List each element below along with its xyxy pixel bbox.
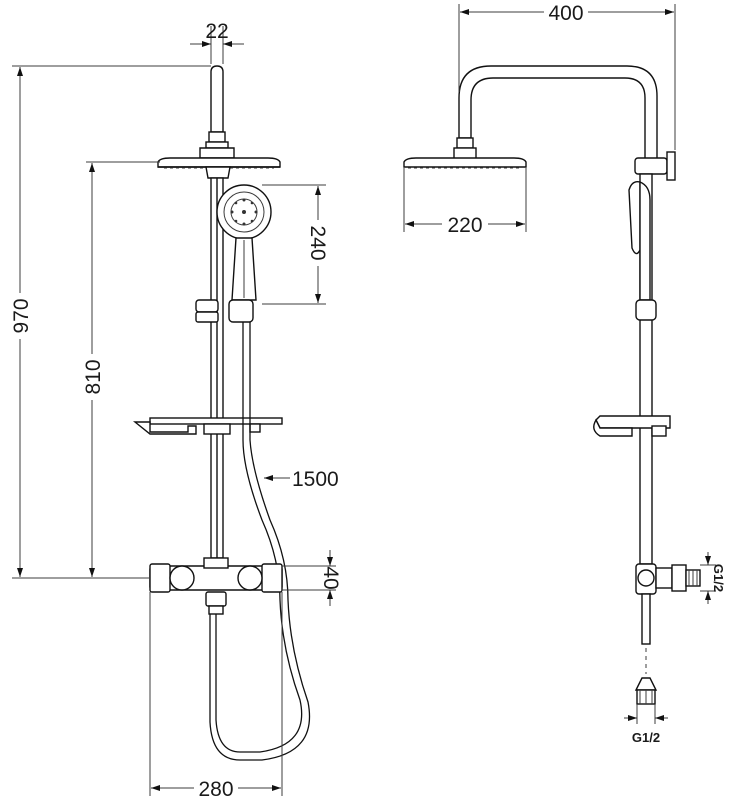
top-pipe <box>205 65 229 149</box>
dim-head-diameter: 220 <box>403 168 527 237</box>
soap-shelf-side <box>593 415 671 437</box>
hand-shower-length-label: 240 <box>306 225 329 260</box>
dim-bottom-inlet: G1/2 <box>624 704 668 745</box>
dim-mixer-height: 40 <box>282 550 342 606</box>
dim-hand-shower-length: 240 <box>262 184 330 305</box>
rain-head-front <box>157 147 281 179</box>
side-view: 400 220 G1/2 G1/2 <box>403 1 726 745</box>
pipe-diameter-label: 22 <box>205 20 228 43</box>
soap-shelf-front <box>133 417 283 435</box>
hose-length-label: 1500 <box>292 468 339 491</box>
arm-reach-label: 400 <box>548 2 583 25</box>
dim-total-height: 970 <box>10 65 211 579</box>
dim-side-inlet: G1/2 <box>700 552 726 604</box>
dim-rail-height: 810 <box>82 161 160 577</box>
vertical-rail <box>210 177 224 559</box>
head-diameter-label: 220 <box>447 214 482 237</box>
mixer-width-label: 280 <box>198 778 233 800</box>
dim-mixer-width: 280 <box>149 592 283 800</box>
hand-shower <box>216 184 272 301</box>
total-height-label: 970 <box>10 298 33 333</box>
front-view: 22 970 810 240 1500 <box>10 20 342 800</box>
dim-arm-reach: 400 <box>458 1 676 150</box>
bottom-inlet <box>634 677 658 705</box>
hand-shower-side <box>628 180 657 321</box>
dim-pipe-diameter: 22 <box>190 20 244 64</box>
thermostatic-mixer <box>149 557 283 615</box>
side-inlet-thread-label: G1/2 <box>711 564 726 592</box>
shower-arm <box>458 65 658 161</box>
mixer-height-label: 40 <box>319 566 342 589</box>
shower-hose <box>209 322 311 761</box>
dim-hose-length: 1500 <box>264 468 339 491</box>
side-mixer-connector <box>635 563 701 645</box>
rain-head-side <box>403 137 527 169</box>
rail-height-label: 810 <box>82 359 105 394</box>
bottom-inlet-thread-label: G1/2 <box>632 730 660 745</box>
slider-bracket <box>195 299 254 323</box>
